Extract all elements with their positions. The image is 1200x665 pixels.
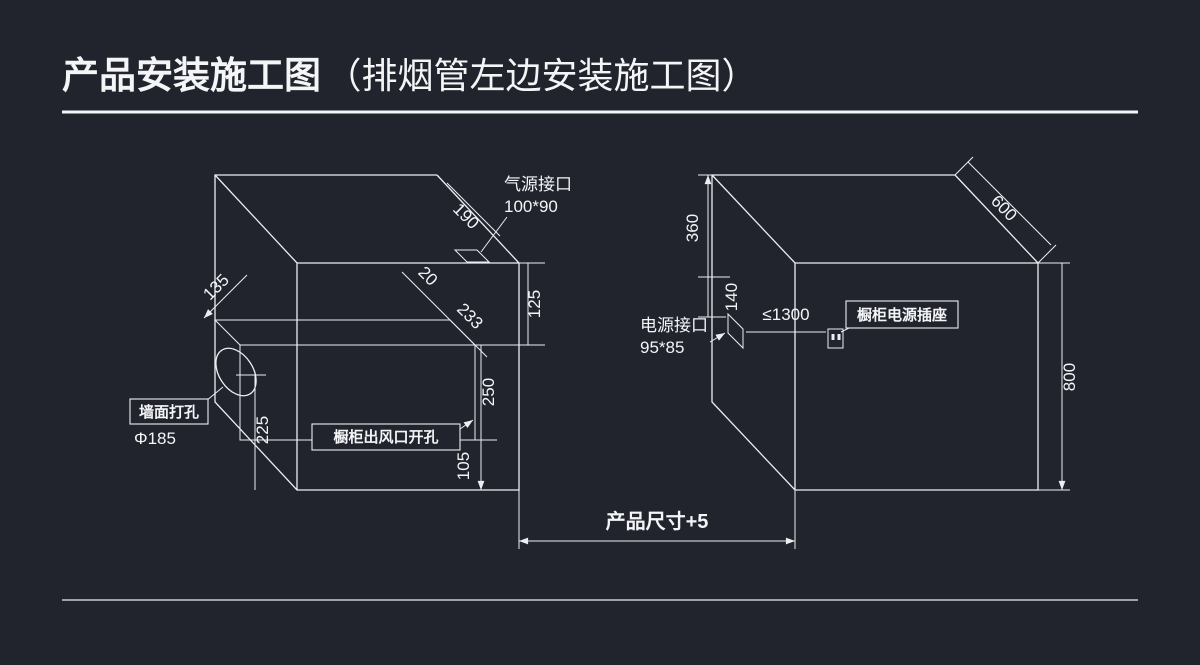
gas-port-size: 100*90 (504, 197, 558, 216)
dim-135: 135 (199, 270, 232, 303)
left-extension-lines (236, 262, 545, 441)
right-unit: 360 140 600 800 ≤1300 电源接口 95*85 橱柜电源插座 (640, 156, 1079, 490)
page-title: 产品安装施工图 (62, 55, 321, 96)
dim-125: 125 (525, 290, 544, 318)
dim-360: 360 (683, 214, 702, 242)
power-port-leader (709, 332, 726, 343)
product-dimension-label: 产品尺寸+5 (606, 509, 709, 533)
svg-text:产品安装施工图 （排烟管左边安装施工图）: 产品安装施工图 （排烟管左边安装施工图） (62, 55, 757, 96)
page-subtitle: （排烟管左边安装施工图） (325, 55, 757, 96)
wall-hole-ellipse (215, 347, 257, 397)
power-socket-icon (827, 328, 844, 349)
dim-140: 140 (722, 283, 741, 311)
vent-opening-label-box (311, 423, 461, 451)
dim-105: 105 (454, 452, 473, 480)
left-leader-lines (205, 216, 508, 429)
left-unit: 135 190 125 20 233 225 250 105 气源接口 100*… (129, 174, 572, 490)
dim-max-1300: ≤1300 (762, 305, 809, 324)
dim-250: 250 (479, 378, 498, 406)
dim-225: 225 (253, 416, 272, 444)
socket-label: 橱柜电源插座 (857, 306, 947, 324)
power-port-size: 95*85 (640, 338, 684, 357)
header: 产品安装施工图 （排烟管左边安装施工图） (62, 55, 1138, 114)
gas-port-shape (453, 249, 491, 263)
wall-hole-label: 墙面打孔 (139, 403, 199, 421)
left-dimension-lines (204, 182, 529, 490)
socket-label-box (845, 300, 959, 329)
vent-opening-label: 橱柜出风口开孔 (333, 428, 438, 446)
gas-port-label: 气源接口 (504, 175, 572, 194)
dim-800: 800 (1060, 363, 1079, 391)
power-port-label: 电源接口 (640, 316, 708, 335)
dim-20: 20 (414, 263, 441, 290)
right-dimension-lines (708, 161, 1062, 490)
dim-190: 190 (449, 199, 482, 232)
power-port-shape (727, 312, 744, 350)
dim-600: 600 (987, 191, 1020, 224)
wall-hole-label-box (129, 398, 209, 425)
wall-hole-size: Φ185 (134, 429, 176, 448)
bottom-dimension: 产品尺寸+5 (518, 490, 796, 549)
